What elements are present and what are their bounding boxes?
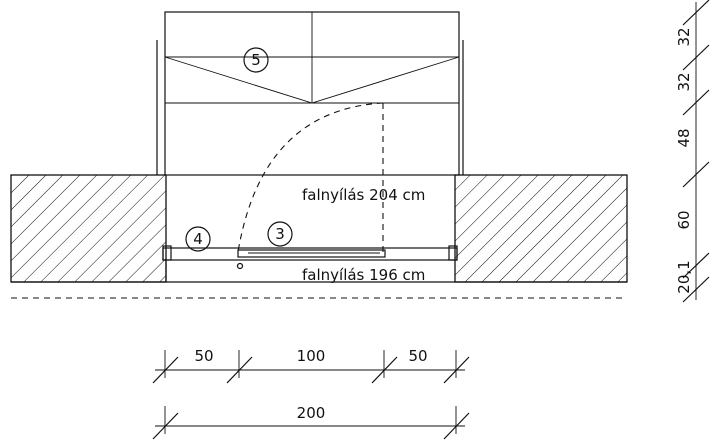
vdim-32-second: 32 (675, 72, 693, 91)
dim-row2-tick-2 (443, 412, 470, 440)
callout-5-text: 5 (251, 51, 261, 69)
opening-bottom-label: falnyílás 196 cm (302, 266, 425, 284)
dim-row1-tick-1 (152, 356, 179, 384)
dim-row2-tick-1 (152, 412, 179, 440)
callout-3-text: 3 (275, 225, 285, 243)
dim-row1-tick-3 (371, 356, 398, 384)
vdim-tick-4 (682, 161, 710, 188)
vdim-tick-1 (682, 0, 710, 26)
vdim-tick-3 (682, 89, 710, 116)
right-wall (454, 174, 628, 283)
vdim-32-top: 32 (675, 27, 693, 46)
vdim-48: 48 (675, 128, 693, 147)
callout-circle-4 (185, 226, 211, 252)
left-wall (10, 174, 167, 283)
dim-50-right: 50 (408, 347, 427, 365)
dim-row1-tick-2 (226, 356, 253, 384)
dim-200: 200 (297, 404, 326, 422)
lift-car-chevron (164, 56, 460, 104)
vdim-tick-5 (682, 252, 710, 279)
door-jamb-right (448, 245, 458, 261)
door-jamb-left (162, 245, 172, 261)
dim-row1-tick-4 (443, 356, 470, 384)
door-swing-arc (237, 102, 384, 253)
door-leaf (237, 249, 386, 258)
dim-100: 100 (297, 347, 326, 365)
door-pivot (236, 262, 244, 270)
vdim-tick-2 (682, 44, 710, 71)
vdim-60: 60 (675, 210, 693, 229)
callout-4-text: 4 (193, 230, 203, 248)
opening-top-label: falnyílás 204 cm (302, 186, 425, 204)
vdim-tick-6 (682, 276, 710, 303)
vdim-20-1: 20,1 (675, 260, 693, 293)
callout-circle-5 (243, 47, 269, 73)
callout-circle-3 (267, 221, 293, 247)
dim-50-left: 50 (194, 347, 213, 365)
